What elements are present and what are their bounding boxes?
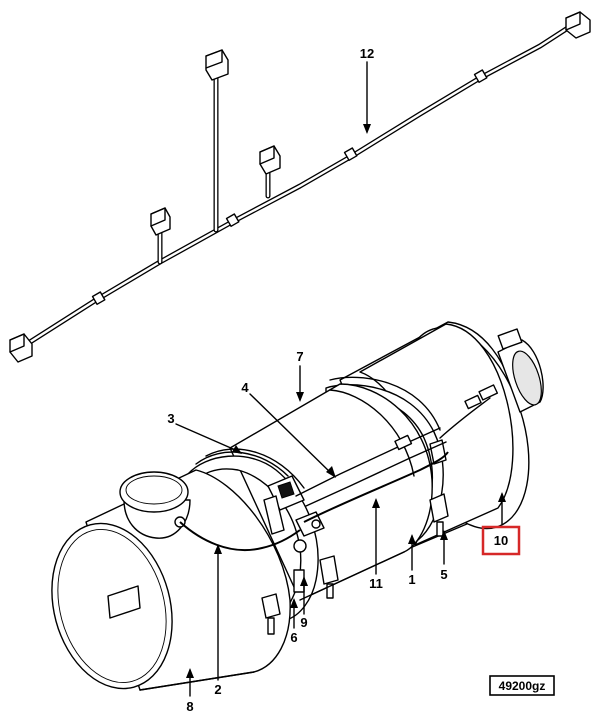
harness-connector-top — [205, 49, 229, 81]
wiring-harness — [9, 11, 591, 363]
callout-3: 3 — [167, 411, 174, 426]
harness-connector-low — [150, 207, 171, 236]
callout-2: 2 — [214, 682, 221, 697]
callout-labels: 12 7 4 3 2 8 6 9 11 1 5 10 — [167, 46, 508, 714]
callout-4: 4 — [241, 380, 249, 395]
callout-7: 7 — [296, 349, 303, 364]
harness-connector-right — [565, 11, 591, 39]
sensor-bracket — [179, 427, 449, 553]
callout-11: 11 — [369, 576, 383, 591]
callout-8: 8 — [186, 699, 193, 714]
figure-id-text: 49200gz — [499, 679, 546, 693]
clamp-bolts-front — [261, 555, 339, 635]
figure-id: 49200gz — [489, 675, 555, 696]
front-canister — [51, 469, 291, 691]
harness-clips — [91, 69, 488, 306]
callout-12: 12 — [360, 46, 374, 61]
harness-connector-left — [9, 333, 33, 363]
aftertreatment-assembly — [51, 321, 544, 691]
callout-9: 9 — [300, 615, 307, 630]
leader-lines — [175, 61, 506, 697]
harness-connector-mid — [259, 145, 281, 175]
callout-5: 5 — [440, 567, 447, 582]
callout-6: 6 — [290, 630, 297, 645]
callout-10: 10 — [494, 533, 508, 548]
callout-1: 1 — [408, 572, 415, 587]
callout-10-highlight — [481, 525, 521, 556]
